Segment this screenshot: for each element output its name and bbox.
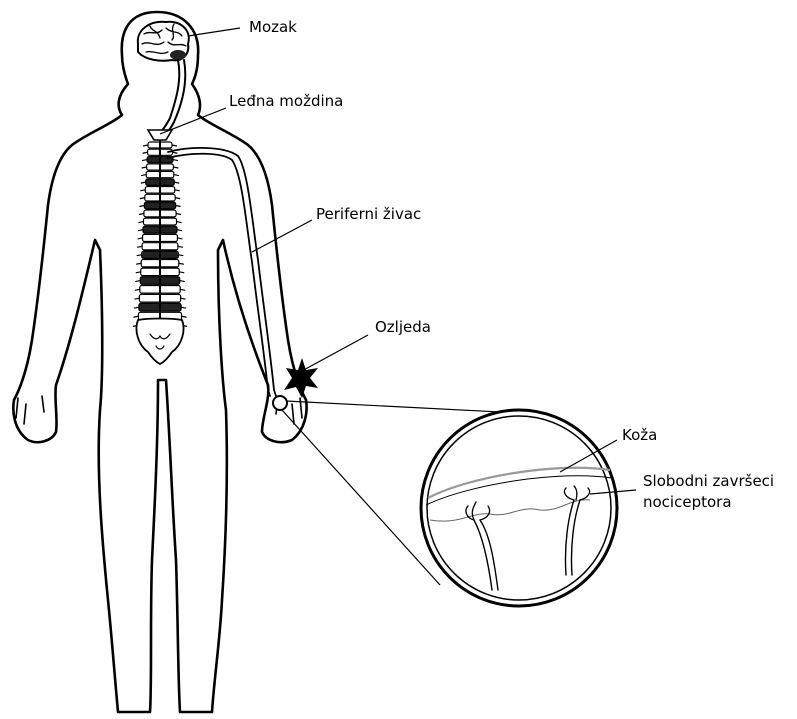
label-nociceptor-line1: Slobodni završeci xyxy=(643,472,774,490)
magnified-skin-view xyxy=(421,410,617,606)
label-skin: Koža xyxy=(622,426,657,444)
nerve-leader-line xyxy=(252,220,312,252)
zoom-source-circle xyxy=(273,396,287,410)
label-spinal-cord: Leđna moždina xyxy=(229,92,343,110)
label-peripheral-nerve: Periferni živac xyxy=(316,205,421,223)
injury-star-icon xyxy=(284,358,318,398)
brain-leader-line xyxy=(188,28,240,36)
label-injury: Ozljeda xyxy=(375,318,431,336)
zoom-line-bottom xyxy=(282,410,440,585)
spinal-cord-leader-line xyxy=(160,108,226,134)
spine-vertebrae xyxy=(133,130,187,329)
pelvis xyxy=(136,319,183,365)
label-brain: Mozak xyxy=(249,18,297,36)
brain-icon xyxy=(138,22,189,61)
spinal-cord-upper xyxy=(160,60,179,134)
injury-leader-line xyxy=(300,335,368,372)
label-nociceptor-line2: nociceptora xyxy=(643,493,732,511)
zoom-line-top xyxy=(286,401,520,413)
left-hand-fingers xyxy=(16,396,44,424)
